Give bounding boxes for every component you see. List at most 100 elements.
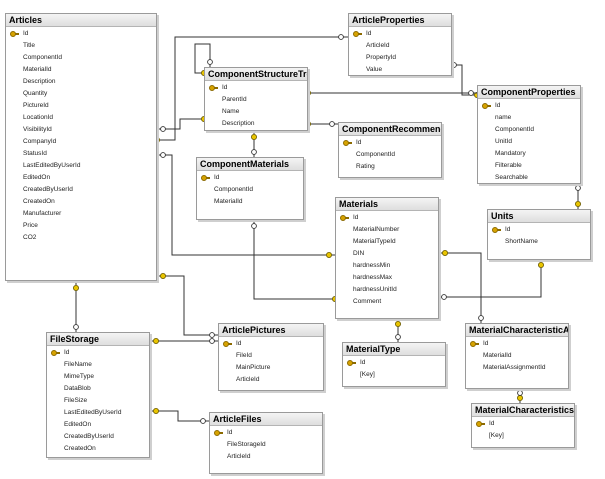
column-row[interactable]: ArticleId — [210, 451, 322, 463]
column-row[interactable]: FileId — [219, 350, 323, 362]
column-name: Id — [483, 340, 489, 347]
column-row[interactable]: CreatedByUserId — [47, 431, 149, 443]
column-row[interactable]: Comment — [336, 296, 438, 308]
column-name: ComponentId — [23, 54, 63, 61]
column-row[interactable]: Id — [47, 347, 149, 359]
column-row[interactable]: Id — [6, 28, 156, 40]
column-row[interactable]: name — [478, 112, 580, 124]
many-end-icon — [160, 152, 166, 158]
column-row[interactable]: MimeType — [47, 371, 149, 383]
column-row[interactable]: ParentId — [205, 94, 307, 106]
column-row[interactable]: Id — [210, 427, 322, 439]
column-row[interactable]: PictureId — [6, 100, 156, 112]
column-row[interactable]: Name — [205, 106, 307, 118]
column-row[interactable]: Id — [349, 28, 451, 40]
column-row[interactable]: MaterialId — [466, 350, 568, 362]
column-name: Title — [23, 42, 36, 49]
column-row[interactable]: CreatedOn — [47, 443, 149, 455]
column-row[interactable]: Title — [6, 40, 156, 52]
column-row[interactable]: Id — [219, 338, 323, 350]
column-row[interactable]: MainPicture — [219, 362, 323, 374]
column-name: CompanyId — [23, 138, 57, 145]
column-row[interactable]: Id — [336, 212, 438, 224]
column-row[interactable]: CO2 — [6, 232, 156, 244]
many-end-icon — [517, 390, 523, 396]
column-row[interactable]: ComponentId — [339, 149, 441, 161]
column-row[interactable]: Manufacturer — [6, 208, 156, 220]
column-name: [Key] — [489, 432, 504, 439]
column-row[interactable]: Searchable — [478, 172, 580, 183]
column-row[interactable]: [Key] — [472, 430, 574, 442]
column-row[interactable]: Description — [6, 76, 156, 88]
column-row[interactable]: StatusId — [6, 148, 156, 160]
column-row[interactable]: ComponentId — [478, 124, 580, 136]
column-row[interactable]: ComponentId — [197, 184, 303, 196]
column-name: MaterialNumber — [353, 226, 400, 233]
column-row[interactable]: EditedOn — [47, 419, 149, 431]
column-row[interactable]: CreatedByUserId — [6, 184, 156, 196]
column-row[interactable]: Id — [197, 172, 303, 184]
column-row[interactable]: [Key] — [343, 369, 445, 381]
column-name: Rating — [356, 163, 375, 170]
table-title: MaterialCharacteristicAs — [466, 324, 568, 337]
column-row[interactable]: Id — [466, 338, 568, 350]
column-row[interactable]: DataBlob — [47, 383, 149, 395]
column-row[interactable]: Id — [205, 82, 307, 94]
one-end-key-icon — [73, 284, 80, 291]
column-row[interactable]: Id — [472, 418, 574, 430]
column-row[interactable]: MaterialTypeId — [336, 236, 438, 248]
column-row[interactable]: Id — [488, 224, 590, 236]
column-row[interactable]: PropertyId — [349, 52, 451, 64]
column-row[interactable]: MaterialNumber — [336, 224, 438, 236]
column-row[interactable]: DIN — [336, 248, 438, 260]
column-row[interactable]: hardnessUnitId — [336, 284, 438, 296]
column-row[interactable]: ArticleId — [219, 374, 323, 386]
column-name: ParentId — [222, 96, 247, 103]
column-row[interactable]: Description — [205, 118, 307, 130]
column-row[interactable]: Rating — [339, 161, 441, 173]
column-row[interactable]: FileSize — [47, 395, 149, 407]
column-name: CO2 — [23, 234, 37, 241]
column-row[interactable]: Filterable — [478, 160, 580, 172]
column-row[interactable]: MaterialAssignmentId — [466, 362, 568, 374]
column-row[interactable]: Id — [339, 137, 441, 149]
column-row[interactable]: MaterialId — [6, 64, 156, 76]
column-row[interactable]: hardnessMax — [336, 272, 438, 284]
column-row[interactable]: CreatedOn — [6, 196, 156, 208]
column-row[interactable]: LastEditedByUserId — [6, 160, 156, 172]
column-row[interactable]: VisibilityId — [6, 124, 156, 136]
column-row[interactable]: ArticleId — [349, 40, 451, 52]
one-end-key-icon — [159, 272, 166, 279]
column-row[interactable]: FileName — [47, 359, 149, 371]
column-row[interactable]: UnitId — [478, 136, 580, 148]
column-row[interactable]: EditedOn — [6, 172, 156, 184]
column-row[interactable]: hardnessMin — [336, 260, 438, 272]
column-row[interactable]: CompanyId — [6, 136, 156, 148]
column-row[interactable]: ShortName — [488, 236, 590, 248]
column-row[interactable]: FileStorageId — [210, 439, 322, 451]
column-row[interactable]: MaterialId — [197, 196, 303, 208]
column-row[interactable]: LocationId — [6, 112, 156, 124]
column-row[interactable]: Id — [343, 357, 445, 369]
column-row[interactable]: LastEditedByUserId — [47, 407, 149, 419]
column-row[interactable]: Price — [6, 220, 156, 232]
column-row[interactable]: Quantity — [6, 88, 156, 100]
column-row[interactable]: Value — [349, 64, 451, 75]
column-row[interactable]: Id — [478, 100, 580, 112]
column-row[interactable]: Mandatory — [478, 148, 580, 160]
column-row[interactable]: ComponentId — [6, 52, 156, 64]
